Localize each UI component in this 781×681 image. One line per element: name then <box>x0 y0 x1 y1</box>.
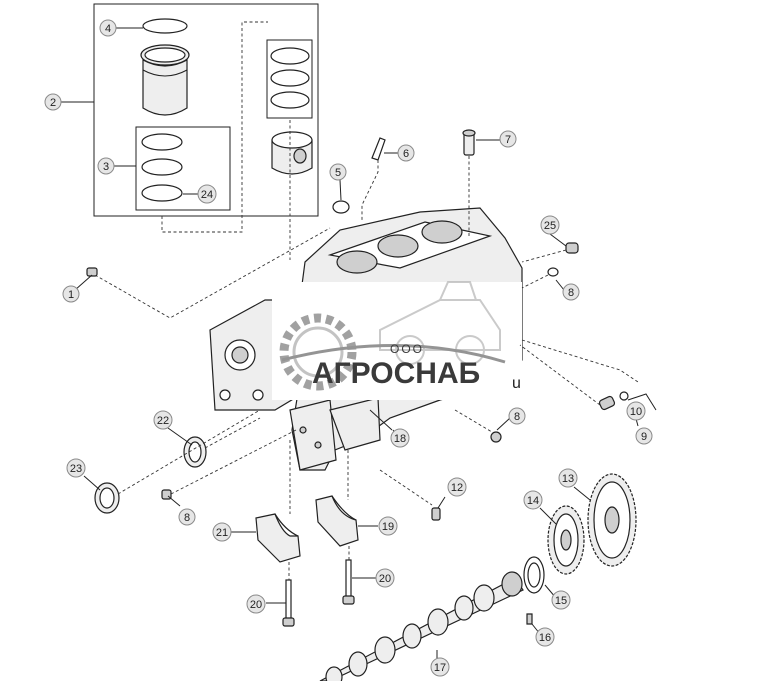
watermark-company-name: АГРОСНАБ <box>312 357 480 390</box>
seal-ring-2 <box>141 158 183 176</box>
svg-text:14: 14 <box>527 495 539 507</box>
svg-text:24: 24 <box>201 189 213 201</box>
gear-14 <box>547 505 585 575</box>
svg-text:3: 3 <box>103 161 109 173</box>
svg-text:5: 5 <box>335 167 341 179</box>
svg-text:16: 16 <box>539 632 551 644</box>
seal-5 <box>332 200 350 214</box>
callout-22: 22 <box>153 410 173 430</box>
plug-25 <box>565 242 579 254</box>
callout-6: 6 <box>397 144 415 162</box>
svg-text:21: 21 <box>216 527 228 539</box>
callout-15: 15 <box>551 590 571 610</box>
callout-24: 24 <box>197 184 217 204</box>
watermark-company-prefix: ООО <box>390 342 424 356</box>
callout-14: 14 <box>523 490 543 510</box>
cap-bolt-20-right <box>342 559 355 605</box>
seal-ring-box <box>135 126 231 211</box>
cylinder-bore-2 <box>377 234 419 258</box>
svg-text:6: 6 <box>403 148 409 160</box>
gear-13 <box>587 473 637 567</box>
bearing-cap-19 <box>315 495 359 547</box>
watermark-logo <box>279 281 506 391</box>
cylinder-bore-3 <box>421 220 463 244</box>
plug-8-mid <box>490 431 502 443</box>
callout-25: 25 <box>540 215 560 235</box>
cylinder-liner <box>140 44 190 116</box>
svg-text:19: 19 <box>382 521 394 533</box>
svg-text:8: 8 <box>184 512 190 524</box>
stud-18 <box>369 409 393 431</box>
pin-16 <box>526 613 533 625</box>
callout-19: 19 <box>378 516 398 536</box>
thrust-washer-15 <box>523 556 545 594</box>
callout-7: 7 <box>499 130 517 148</box>
svg-text:9: 9 <box>641 431 647 443</box>
watermark-stray-letter: u <box>512 375 521 392</box>
callout-5: 5 <box>329 163 347 181</box>
bushing-23 <box>94 482 120 514</box>
svg-text:12: 12 <box>451 482 463 494</box>
callout-9: 9 <box>635 427 653 445</box>
callout-23: 23 <box>66 458 86 478</box>
svg-text:15: 15 <box>555 595 567 607</box>
piston-ring-1 <box>270 47 310 65</box>
svg-text:23: 23 <box>70 463 82 475</box>
callout-20-left: 20 <box>246 594 266 614</box>
cap-bolt-20-left <box>282 579 295 627</box>
callout-8-left: 8 <box>178 508 196 526</box>
callout-16: 16 <box>535 627 555 647</box>
svg-text:10: 10 <box>630 406 642 418</box>
cylinder-bore-1 <box>336 250 378 274</box>
callout-18: 18 <box>390 428 410 448</box>
camshaft-17 <box>319 571 524 681</box>
callout-20-right: 20 <box>375 568 395 588</box>
callout-4: 4 <box>99 19 117 37</box>
svg-text:20: 20 <box>379 573 391 585</box>
callout-2: 2 <box>44 93 62 111</box>
bushing-22 <box>183 436 207 468</box>
svg-text:20: 20 <box>250 599 262 611</box>
svg-text:8: 8 <box>514 411 520 423</box>
piston-ring-2 <box>270 69 310 87</box>
bearing-cap-21 <box>255 513 301 563</box>
piston-ring-3 <box>270 91 310 109</box>
svg-text:13: 13 <box>562 473 574 485</box>
callout-12: 12 <box>447 477 467 497</box>
callout-8-right: 8 <box>562 283 580 301</box>
fitting-9 <box>598 391 629 411</box>
callout-1: 1 <box>62 285 80 303</box>
seal-ring-3 <box>141 184 183 202</box>
piston <box>271 131 313 175</box>
svg-text:1: 1 <box>68 289 74 301</box>
bolt-12 <box>431 507 441 521</box>
liner-top-ring <box>142 18 188 34</box>
plug-bolt-1 <box>86 267 98 277</box>
svg-text:22: 22 <box>157 415 169 427</box>
svg-text:18: 18 <box>394 433 406 445</box>
svg-text:4: 4 <box>105 23 111 35</box>
callout-13: 13 <box>558 468 578 488</box>
callout-21: 21 <box>212 522 232 542</box>
seal-ring-1 <box>141 133 183 151</box>
svg-text:8: 8 <box>568 287 574 299</box>
svg-text:25: 25 <box>544 220 556 232</box>
callout-10: 10 <box>626 401 646 421</box>
svg-text:7: 7 <box>505 134 511 146</box>
svg-text:2: 2 <box>50 97 56 109</box>
svg-text:17: 17 <box>434 662 446 674</box>
piston-ring-box <box>266 39 313 119</box>
ring-8-right <box>547 267 559 277</box>
sensor-7 <box>462 129 476 156</box>
callout-8-mid: 8 <box>508 407 526 425</box>
callout-17: 17 <box>430 657 450 677</box>
liner-kit-box <box>93 3 319 217</box>
callout-3: 3 <box>97 157 115 175</box>
bracket-6 <box>371 137 386 161</box>
